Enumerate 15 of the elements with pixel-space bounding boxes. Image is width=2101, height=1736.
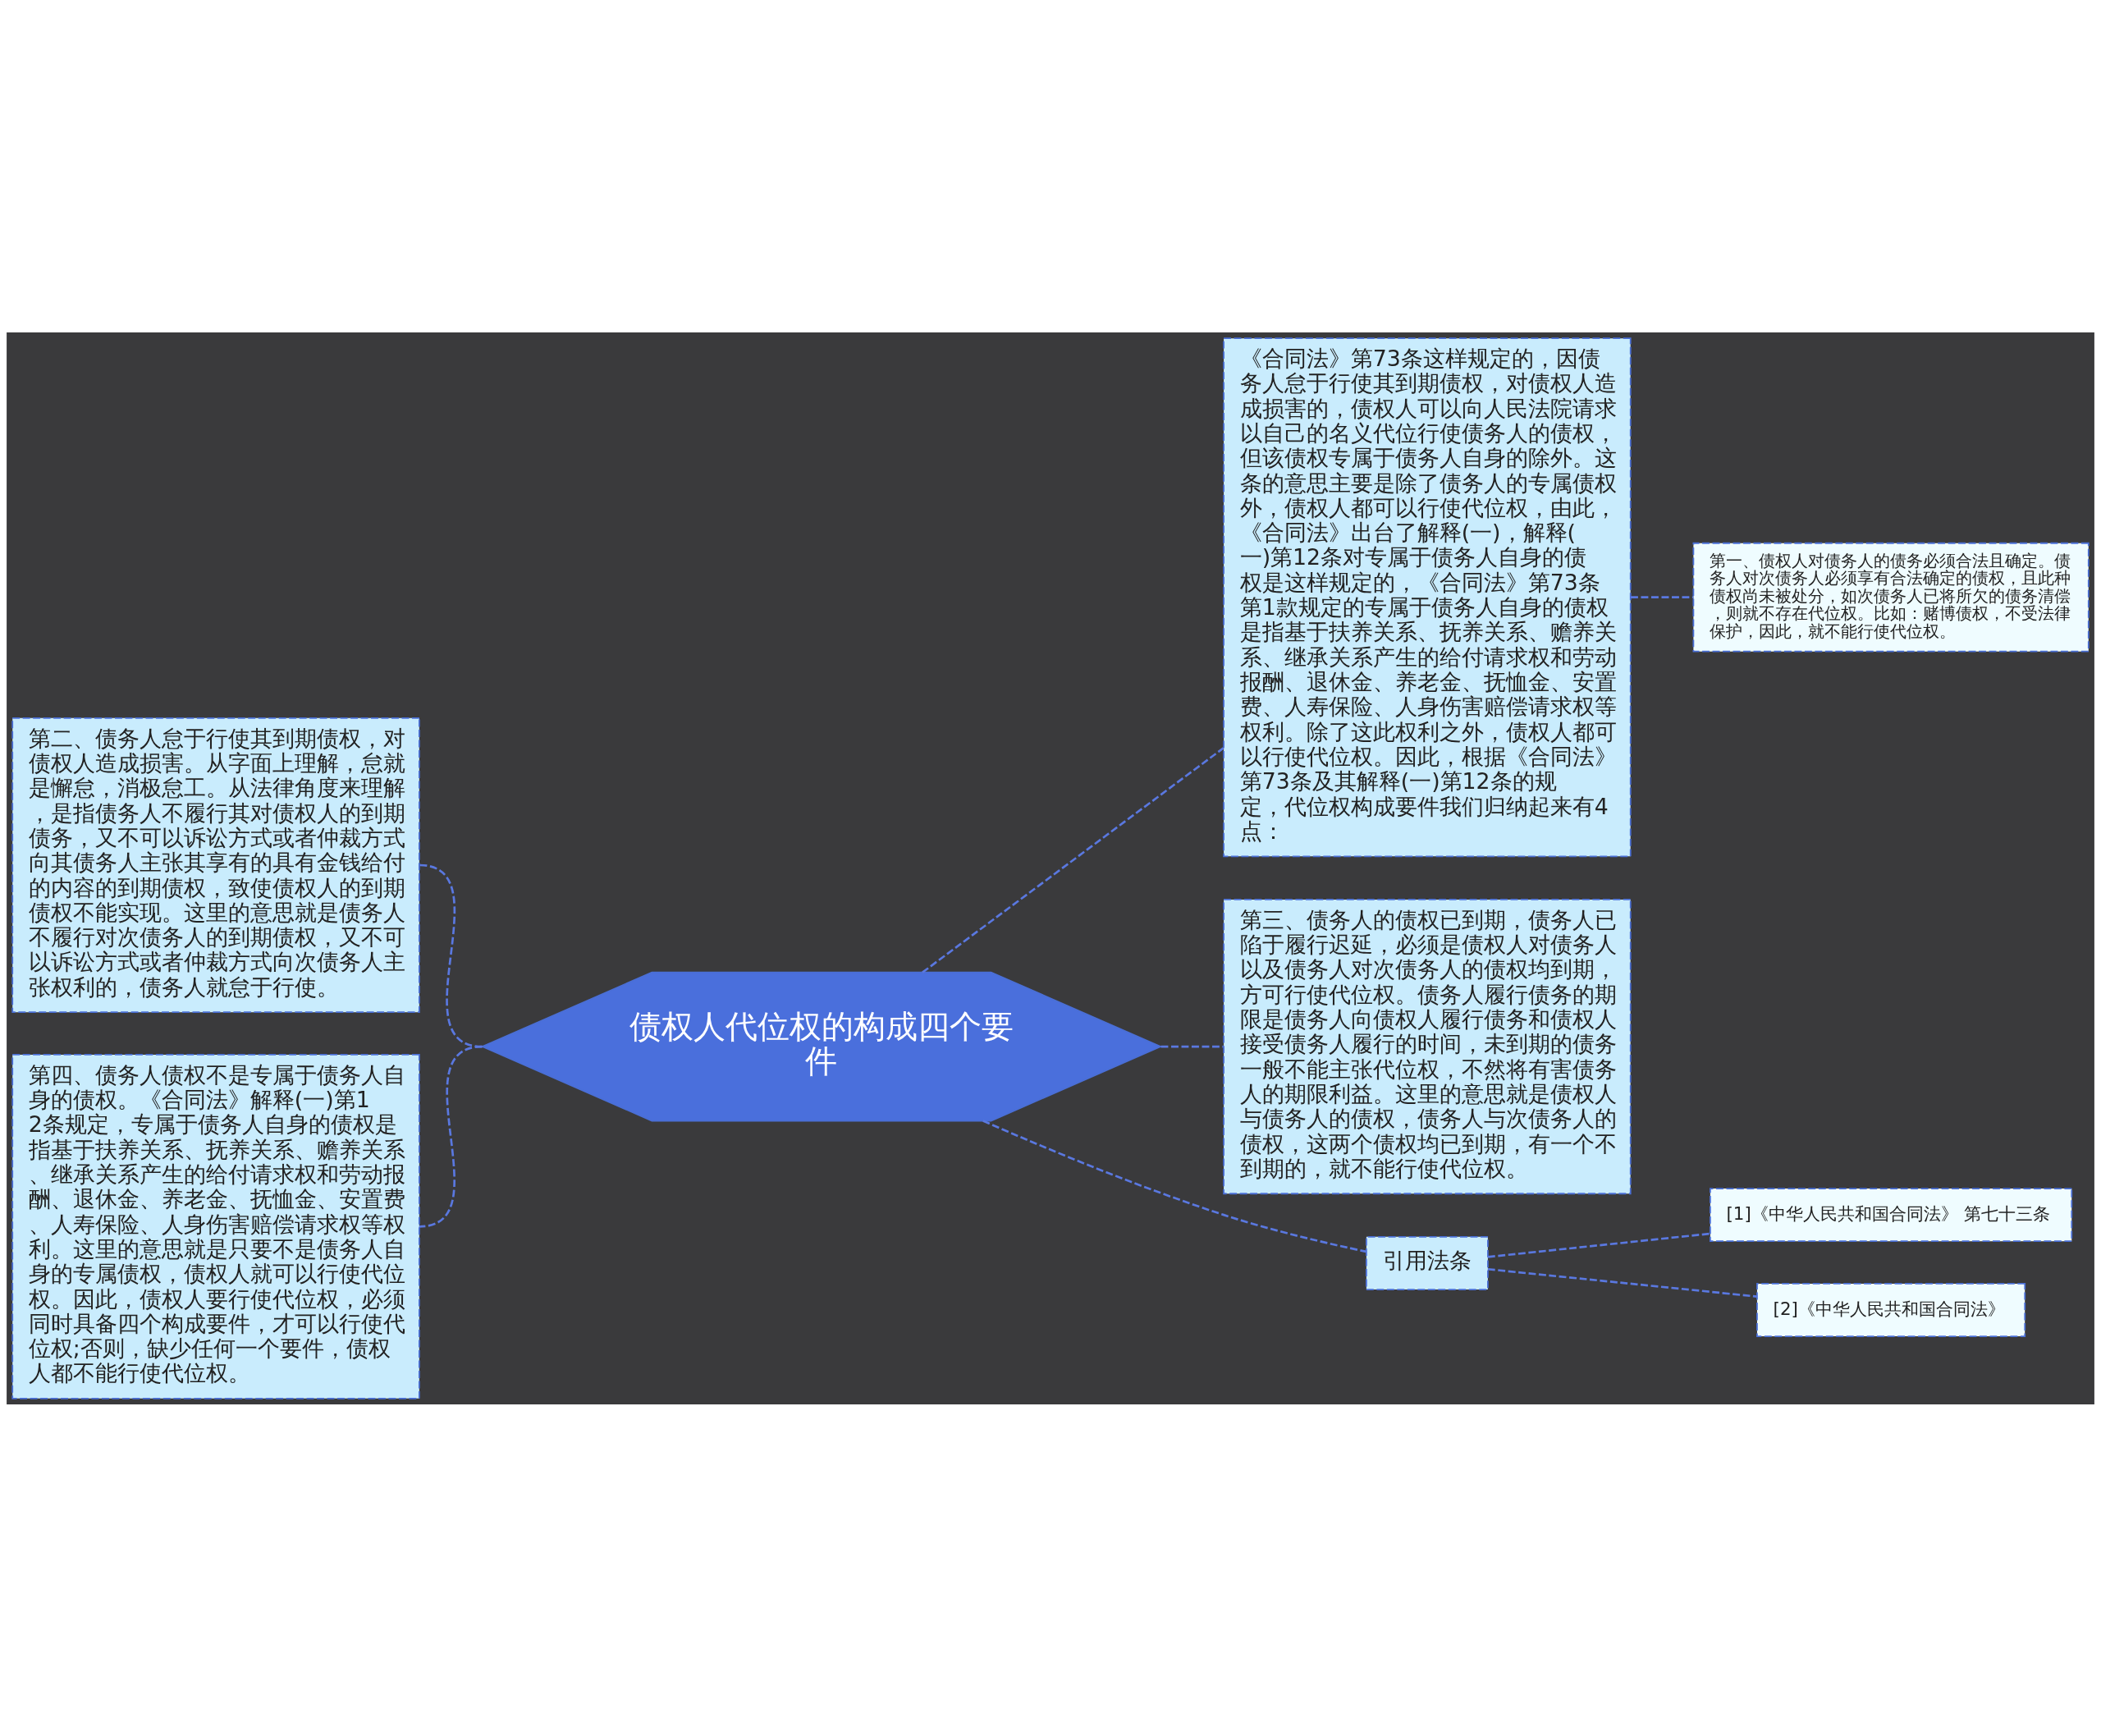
- connector: [1487, 1267, 1757, 1298]
- connector: [982, 1119, 1366, 1253]
- node-box: [2]《中华人民共和国合同法》: [1756, 1282, 2026, 1337]
- node-box: 第三、债务人的债权已到期，债务人已陷于履行迟延，必须是债权人对债务人以及债务人对次债务人的债权均到期，方可行使代位权。债务人履行债务的期限是债务人向债权人履行债务和债权人接受债务人履行的时间，未到期的债务一般不能主张代位权，不然将有害债务人的期限利益。这里的意思就是债权人与债务人的债权，债务人与次债务人的债权，这两个债权均已到期，有一个不到期的，就不能行使代位权。: [1223, 898, 1632, 1194]
- connector: [1160, 1045, 1224, 1047]
- node-box: 引用法条: [1366, 1235, 1489, 1290]
- connector: [419, 1045, 483, 1228]
- connector: [1487, 1232, 1710, 1258]
- connector: [922, 746, 1224, 973]
- node-box: [1]《中华人民共和国合同法》 第七十三条: [1710, 1187, 2073, 1242]
- node-box: 《合同法》第73条这样规定的，因债务人怠于行使其到期债权，对债权人造成损害的，债权人可以向人民法院请求以自己的名义代位行使债务人的债权，但该债权专属于债务人自身的除外。这条的意思主要是除了债务人的专属债权外，债权人都可以行使代位权，由此，《合同法》出台了解释(一)，解释(一)第12条对专属于债务人自身的债权是这样规定的，《合同法》第73条第1款规定的专属于债务人自身的债权是指基于扶养关系、抚养关系、赡养关系、继承关系产生的给付请求权和劳动报酬、退休金、养老金、抚恤金、安置费、人寿保险、人身伤害赔偿请求权等权利。除了这此权利之外，债权人都可以行使代位权。因此，根据《合同法》第73条及其解释(一)第12条的规定，代位权构成要件我们归纳起来有4点：: [1223, 337, 1632, 857]
- node-box: 第四、债务人债权不是专属于债务人自身的债权。《合同法》解释(一)第12条规定，专属于债务人自身的债权是指基于扶养关系、抚养关系、赡养关系、继承关系产生的给付请求权和劳动报酬、退休金、养老金、抚恤金、安置费、人寿保险、人身伤害赔偿请求权等权利。这里的意思就是只要不是债务人自身的专属债权，债权人就可以行使代位权。因此，债权人要行使代位权，必须同时具备四个构成要件，才可以行使代位权;否则，缺少任何一个要件，债权人都不能行使代位权。: [11, 1053, 420, 1399]
- node-box: 第一、债权人对债务人的债务必须合法且确定。债务人对次债务人必须享有合法确定的债权，且此种债权尚未被处分，如次债务人已将所欠的债务清偿，则就不存在代位权。比如：赌博债权，不受法律保护，因此，就不能行使代位权。: [1692, 542, 2090, 653]
- connector: [1631, 595, 1694, 598]
- node-box: 第二、债务人怠于行使其到期债权，对债权人造成损害。从字面上理解，怠就是懈怠，消极怠工。从法律角度来理解，是指债务人不履行其对债权人的到期债务，又不可以诉讼方式或者仲裁方式向其债务人主张其享有的具有金钱给付的内容的到期债权，致使债权人的到期债权不能实现。这里的意思就是债务人不履行对次债务人的到期债权，又不可以诉讼方式或者仲裁方式向次债务人主张权利的，债务人就怠于行使。: [11, 717, 420, 1013]
